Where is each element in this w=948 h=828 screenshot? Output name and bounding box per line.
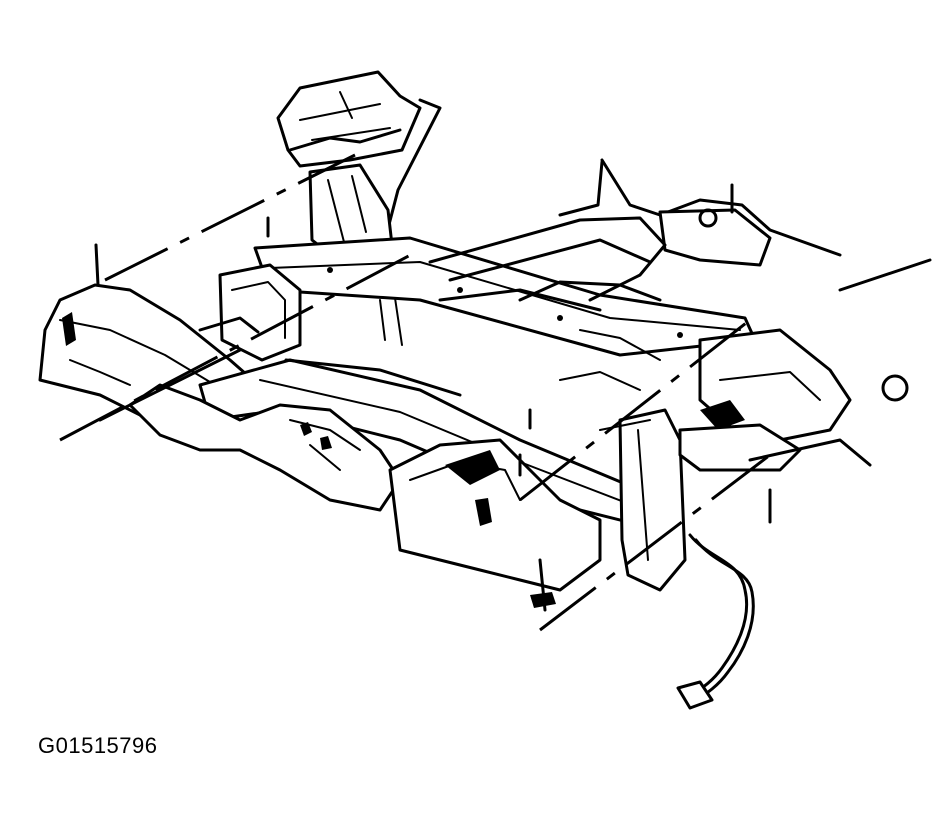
interior-details	[379, 288, 661, 431]
locator-ticks	[266, 216, 772, 524]
wiring-harness	[676, 533, 755, 710]
right-side-rail	[428, 216, 667, 302]
figure-id-label: G01515796	[38, 733, 158, 758]
upper-bracket	[276, 70, 442, 242]
right-fender-mount	[678, 258, 932, 472]
right-support-post	[618, 408, 687, 592]
center-lower-bracket	[388, 438, 602, 612]
right-firewall	[558, 158, 842, 267]
left-headlamp-housing	[198, 263, 302, 362]
reference-lines	[59, 153, 771, 632]
